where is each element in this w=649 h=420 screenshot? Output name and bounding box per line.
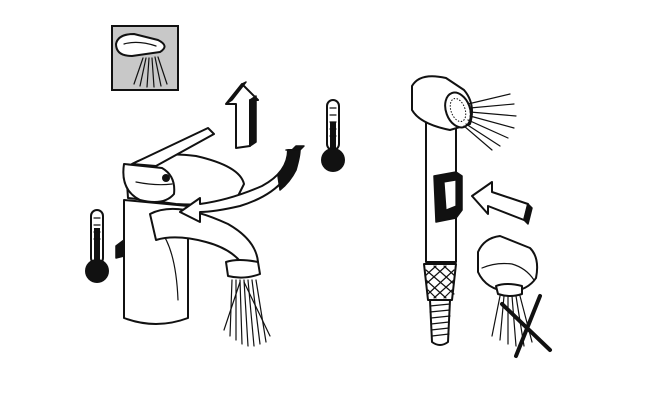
lever-up-arrow-icon — [225, 81, 259, 149]
rotation-arrow-icon — [179, 145, 305, 223]
faucet-spray-icon — [223, 279, 271, 347]
hand-shower-icon — [411, 75, 517, 346]
hot-thermometer-icon — [321, 99, 345, 172]
push-button-arrow-icon — [471, 181, 533, 225]
spray-inset-icon — [111, 25, 179, 91]
faucet-icon — [115, 127, 261, 325]
crossed-out-spray-icon — [477, 235, 552, 358]
cold-thermometer-icon — [85, 209, 109, 283]
